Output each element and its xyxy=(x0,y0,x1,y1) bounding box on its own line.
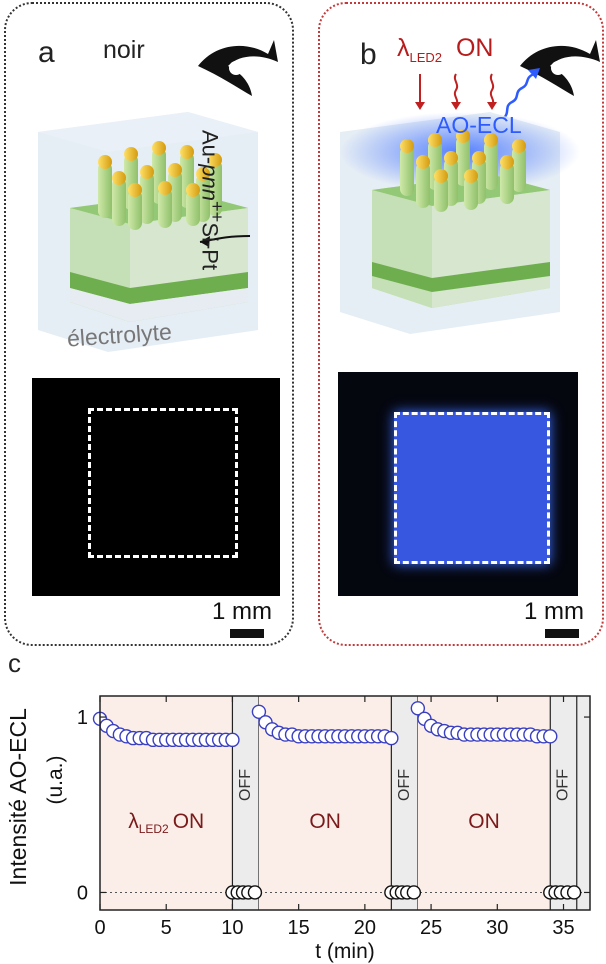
scale-bar-b xyxy=(545,629,579,638)
scale-bar-label-b: 1 mm xyxy=(524,598,584,625)
scale-bar-label-a: 1 mm xyxy=(212,598,272,625)
data-point-off xyxy=(406,885,422,900)
emission-wave-icon xyxy=(503,68,540,119)
ecl-image-dark xyxy=(32,378,280,596)
data-point-off xyxy=(247,885,263,900)
x-tick-label: 35 xyxy=(552,917,574,939)
panel-a xyxy=(4,2,294,646)
x-tick-label: 20 xyxy=(354,917,376,939)
region-on-label: ON xyxy=(468,810,500,833)
panel-c-label: c xyxy=(8,648,21,678)
electrode-outline xyxy=(88,408,238,558)
device-cube-b xyxy=(340,112,580,334)
eye-icon xyxy=(520,40,600,96)
x-tick-label: 0 xyxy=(94,917,105,939)
device-structure-label: Au-pnn++Si-Pt xyxy=(197,130,228,271)
light-arrows-icon xyxy=(415,73,497,110)
plot-frame xyxy=(99,695,591,911)
region-off-3 xyxy=(391,696,418,910)
device-cube-a xyxy=(38,112,258,352)
x-axis-label: t (min) xyxy=(315,940,375,963)
data-point-on xyxy=(543,729,558,744)
electrode-emission xyxy=(394,412,550,564)
x-tick-label: 10 xyxy=(221,917,243,939)
data-point-on xyxy=(384,730,399,746)
ecl-image-bright xyxy=(338,372,578,596)
region-off-label: OFF xyxy=(555,769,572,801)
dark-condition-label: noir xyxy=(103,36,145,64)
data-point-off xyxy=(566,885,582,900)
region-off-label: OFF xyxy=(237,769,254,801)
panel-a-label: a xyxy=(38,36,55,69)
y-axis-unit-label: (u.a.) xyxy=(44,755,67,804)
x-tick-label: 25 xyxy=(420,917,442,939)
panel-b-label: b xyxy=(360,38,377,71)
led-on-label: λLED2 ON xyxy=(397,34,494,65)
y-tick-label: 1 xyxy=(77,707,88,729)
scale-bar-a xyxy=(230,629,264,638)
data-points-layer xyxy=(92,701,582,900)
region-off-1 xyxy=(232,696,259,910)
region-on-label: ON xyxy=(309,810,341,833)
x-tick-label: 30 xyxy=(486,917,508,939)
x-tick-label: 5 xyxy=(161,917,172,939)
y-tick-label: 0 xyxy=(77,882,88,904)
data-point-on xyxy=(251,704,267,719)
ao-ecl-label: AO-ECL xyxy=(436,112,522,138)
region-off-5 xyxy=(550,696,590,910)
axis-ticks-layer: 0 5 10 15 20 25 30 35 0 1 xyxy=(77,696,590,939)
data-point-on xyxy=(410,701,426,716)
y-axis-label: Intensité AO-ECL xyxy=(5,708,31,886)
region-off-label: OFF xyxy=(396,769,413,801)
x-tick-label: 15 xyxy=(288,917,310,939)
data-point-on xyxy=(225,732,240,748)
eye-icon xyxy=(198,40,278,96)
panel-b xyxy=(318,2,604,646)
